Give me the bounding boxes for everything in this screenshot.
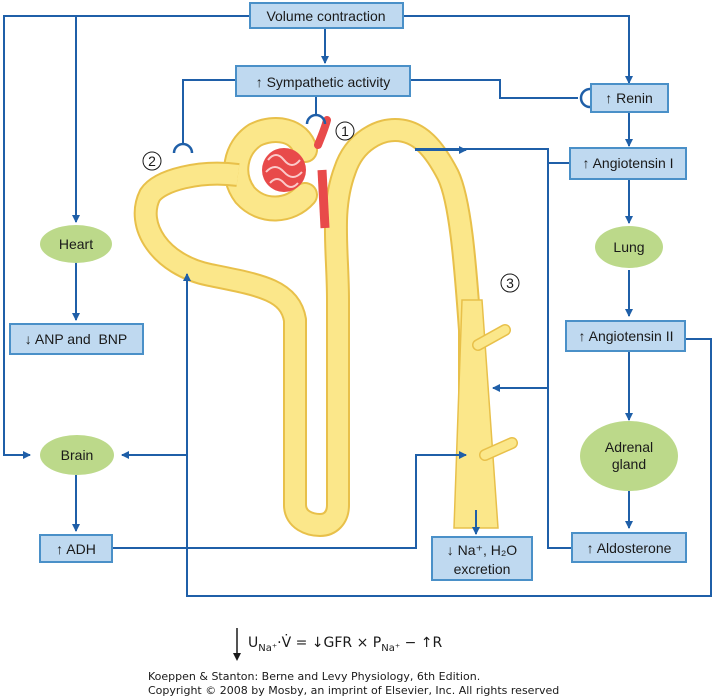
copyright-caption: Koeppen & Stanton: Berne and Levy Physio… (148, 670, 559, 698)
ellipse-heart: Heart (40, 225, 112, 263)
glomerulus (262, 116, 331, 229)
angiotensin-1-label: ↑ Angiotensin I (582, 155, 673, 171)
sympathetic-activity-label: ↑ Sympathetic activity (256, 74, 391, 90)
formula-main: ·V̇ = ↓GFR × P (277, 635, 382, 651)
lung-label: Lung (613, 239, 644, 255)
formula-u-sub: Na⁺ (258, 642, 278, 654)
box-sympathetic-activity: ↑ Sympathetic activity (235, 65, 411, 97)
ellipse-adrenal-gland: Adrenal gland (580, 421, 678, 491)
connectors (3, 15, 712, 597)
box-volume-contraction: Volume contraction (249, 2, 404, 29)
svg-text:3: 3 (506, 275, 514, 291)
sodium-excretion-formula: UNa⁺·V̇ = ↓GFR × PNa⁺ − ↑R (248, 635, 442, 654)
excretion-line2: excretion (454, 561, 511, 577)
box-angiotensin-1: ↑ Angiotensin I (569, 147, 687, 180)
box-aldosterone: ↑ Aldosterone (571, 532, 687, 563)
marker-1: 1 (335, 121, 355, 141)
down-arrow-icon (233, 628, 241, 661)
collecting-duct (453, 299, 499, 529)
box-angiotensin-2: ↑ Angiotensin II (565, 320, 686, 352)
angiotensin-2-label: ↑ Angiotensin II (579, 328, 674, 344)
ellipse-lung: Lung (595, 226, 663, 268)
marker-3: 3 (500, 273, 520, 293)
renin-label: ↑ Renin (605, 90, 652, 106)
box-excretion: ↓ Na⁺, H₂O excretion (431, 536, 533, 581)
heart-label: Heart (59, 236, 93, 252)
svg-text:2: 2 (148, 153, 156, 169)
svg-text:1: 1 (341, 123, 349, 139)
aldosterone-label: ↑ Aldosterone (587, 540, 672, 556)
formula-u: U (248, 635, 259, 651)
caption-line-1: Koeppen & Stanton: Berne and Levy Physio… (148, 670, 481, 683)
adrenal-label-1: Adrenal (605, 439, 653, 455)
box-anp-bnp: ↓ ANP and BNP (9, 323, 144, 355)
anp-bnp-label: ↓ ANP and BNP (25, 331, 127, 347)
formula-p-sub: Na⁺ (381, 642, 401, 654)
box-adh: ↑ ADH (39, 534, 113, 563)
nephron-tubule (133, 117, 518, 537)
caption-line-2: Copyright © 2008 by Mosby, an imprint of… (148, 684, 560, 697)
ellipse-brain: Brain (40, 435, 114, 475)
box-renin: ↑ Renin (590, 83, 669, 113)
excretion-line1: ↓ Na⁺, H₂O (447, 542, 518, 558)
adrenal-label-2: gland (612, 456, 646, 472)
formula-rest: − ↑R (400, 635, 443, 651)
brain-label: Brain (61, 447, 94, 463)
marker-2: 2 (142, 151, 162, 171)
adh-label: ↑ ADH (56, 541, 96, 557)
volume-contraction-label: Volume contraction (266, 8, 385, 24)
